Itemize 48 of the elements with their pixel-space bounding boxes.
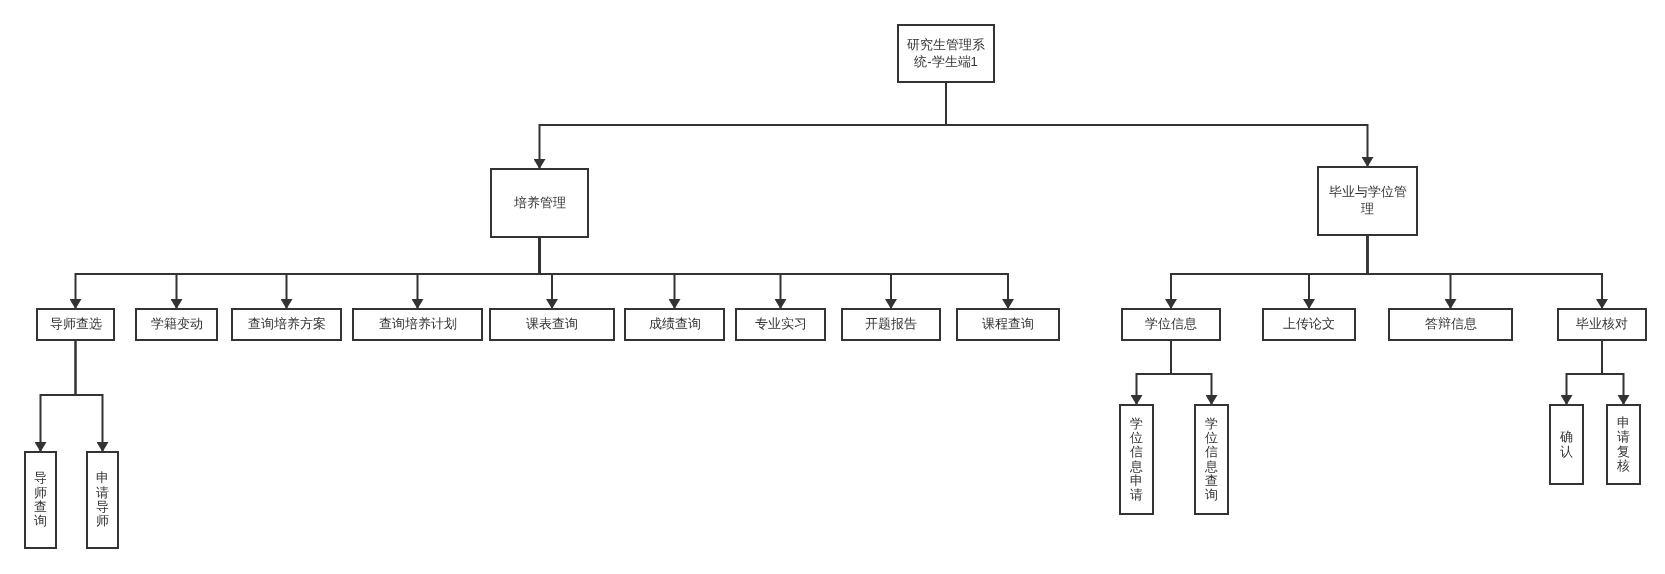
connector-arrow — [1601, 340, 1630, 405]
process-box — [1606, 404, 1641, 485]
box-label: 查询培养计划 — [377, 316, 458, 333]
process-box — [231, 308, 342, 341]
box-label: 研究生管理系统-学生端1 — [906, 36, 986, 71]
connector-arrow — [74, 340, 109, 452]
process-box — [135, 308, 218, 341]
box-label: 上传论文 — [1282, 316, 1336, 333]
box-label: 学籍变动 — [149, 316, 204, 333]
box-label: 毕业核对 — [1575, 316, 1629, 333]
process-box — [489, 308, 615, 341]
process-box — [352, 308, 483, 341]
process-box — [1388, 308, 1513, 341]
process-box — [1121, 308, 1221, 341]
box-label: 课表查询 — [525, 316, 579, 333]
box-label: 专业实习 — [753, 316, 808, 333]
process-box — [1262, 308, 1356, 341]
process-box — [841, 308, 941, 341]
box-label: 确认 — [1560, 430, 1573, 459]
process-box — [735, 308, 826, 341]
process-box — [1119, 404, 1154, 515]
box-label: 开题报告 — [864, 316, 918, 333]
box-label: 答辩信息 — [1423, 316, 1478, 333]
process-box — [1549, 404, 1584, 485]
box-label: 查询培养方案 — [246, 316, 327, 333]
connector-arrow — [1366, 235, 1608, 309]
process-box — [36, 308, 115, 341]
process-box — [24, 451, 57, 549]
box-label: 成绩查询 — [647, 316, 702, 333]
box-label: 导师查选 — [48, 316, 103, 333]
box-label: 课程查询 — [981, 316, 1035, 333]
box-label: 学位信息申请 — [1130, 416, 1143, 503]
box-label: 导师查询 — [34, 471, 47, 529]
box-label: 申请导师 — [96, 471, 109, 529]
process-box — [1557, 308, 1647, 341]
process-box — [1194, 404, 1229, 515]
process-box — [1317, 166, 1418, 236]
process-box — [624, 308, 725, 341]
process-box — [897, 24, 995, 83]
box-label: 申请复核 — [1617, 415, 1630, 474]
process-box — [86, 451, 119, 549]
connector-arrow — [1170, 340, 1218, 405]
box-label: 培养管理 — [512, 194, 567, 212]
box-label: 学位信息查询 — [1205, 416, 1218, 503]
process-box — [490, 168, 589, 238]
process-box — [956, 308, 1060, 341]
box-label: 学位信息 — [1144, 316, 1198, 333]
box-label: 毕业与学位管理 — [1327, 184, 1408, 218]
